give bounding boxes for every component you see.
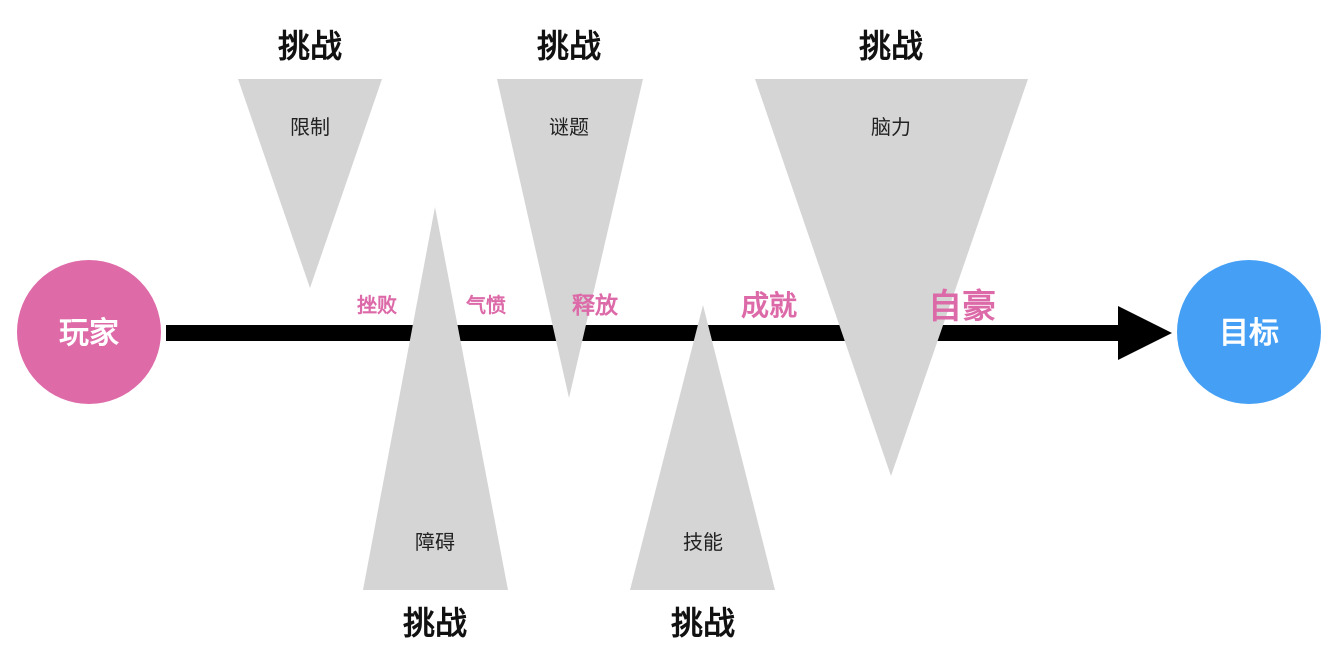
challenge-label-skill: 技能 [683, 530, 723, 554]
challenge-heading-obstacle: 挑战 [403, 604, 467, 642]
challenge-triangle-puzzle [497, 79, 643, 398]
challenge-heading-limit: 挑战 [278, 27, 342, 65]
challenge-triangle-brainpower [755, 79, 1028, 476]
emotion-label-frustration: 挫败 [357, 293, 397, 317]
goal-node [1177, 260, 1321, 404]
challenge-triangle-obstacle [363, 207, 508, 590]
emotion-label-achievement: 成就 [741, 289, 797, 322]
goal-label: 目标 [1219, 316, 1279, 351]
challenge-label-puzzle: 谜题 [549, 115, 589, 139]
emotion-label-pride: 自豪 [928, 287, 996, 327]
challenge-label-brainpower: 脑力 [871, 115, 911, 139]
challenge-label-obstacle: 障碍 [415, 530, 455, 554]
challenge-triangle-limit [238, 79, 382, 288]
player-label: 玩家 [59, 316, 119, 351]
arrow-head [1118, 306, 1172, 360]
player-node [17, 260, 161, 404]
challenge-heading-puzzle: 挑战 [537, 27, 601, 65]
challenge-heading-brainpower: 挑战 [859, 27, 923, 65]
challenge-heading-skill: 挑战 [671, 604, 735, 642]
emotion-label-anger: 气愤 [465, 293, 506, 317]
emotion-label-release: 释放 [572, 292, 619, 319]
arrow-shaft [166, 325, 1126, 341]
challenge-label-limit: 限制 [290, 115, 330, 139]
challenge-triangle-skill [630, 305, 775, 590]
